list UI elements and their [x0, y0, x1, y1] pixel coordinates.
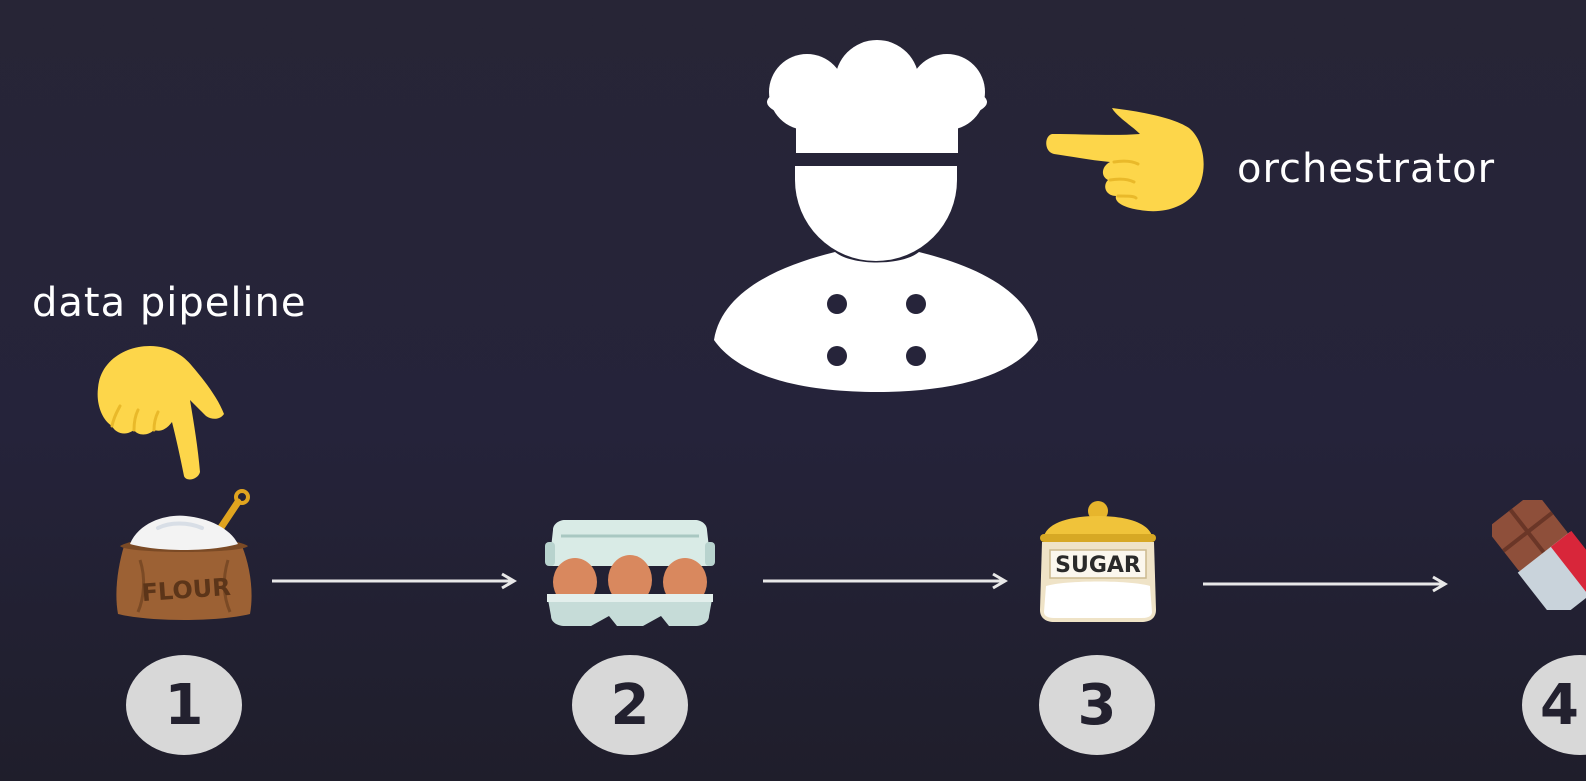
step-1-number: 1: [164, 672, 204, 738]
step-3-number: 3: [1077, 672, 1117, 738]
chef-icon: [712, 40, 1042, 395]
arrow-2-to-3: [763, 572, 1011, 590]
sugar-jar-icon: SUGAR: [1036, 500, 1160, 624]
arrow-1-to-2: [272, 572, 520, 590]
step-4-circle: 4: [1522, 655, 1586, 755]
data-pipeline-label: data pipeline: [32, 280, 307, 326]
step-3-circle: 3: [1039, 655, 1155, 755]
pointing-down-hand-icon: [94, 344, 226, 480]
chocolate-bar-icon: [1492, 500, 1586, 610]
egg-carton-icon: [545, 520, 715, 626]
step-2-number: 2: [610, 672, 650, 738]
orchestrator-label: orchestrator: [1237, 146, 1496, 192]
step-4-number: 4: [1540, 672, 1579, 738]
sugar-text: SUGAR: [1055, 553, 1141, 578]
pointing-right-hand-icon: [1044, 104, 1204, 216]
flour-sack-icon: FLOUR: [110, 488, 258, 624]
step-1-circle: 1: [126, 655, 242, 755]
arrow-3-to-4: [1203, 575, 1451, 593]
flour-text: FLOUR: [141, 573, 232, 607]
step-2-circle: 2: [572, 655, 688, 755]
